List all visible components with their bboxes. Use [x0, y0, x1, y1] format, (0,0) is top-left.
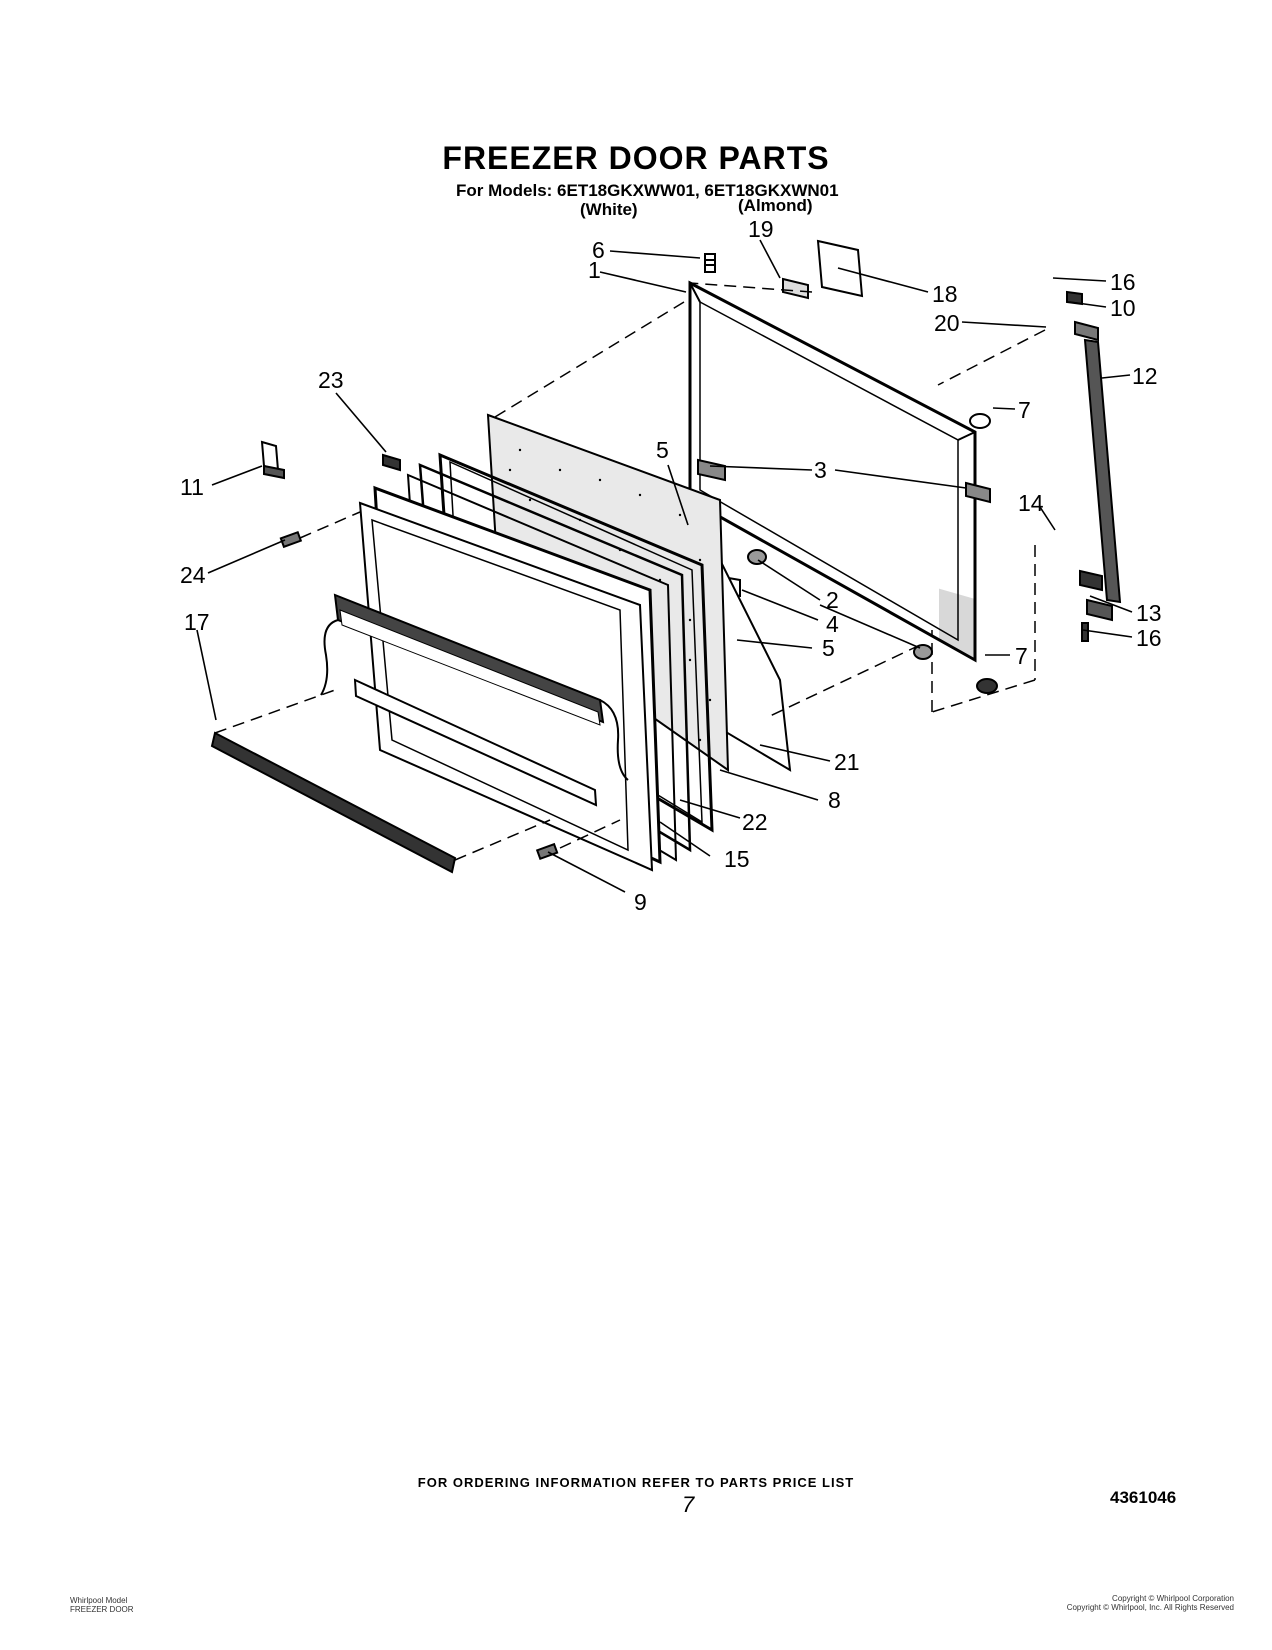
callout-19: 19 [748, 216, 774, 242]
part-hinge-brackets [697, 458, 991, 504]
variant-white: (White) [580, 200, 638, 219]
callout-10: 10 [1110, 295, 1136, 321]
callout-3: 3 [814, 457, 827, 483]
callout-7a: 7 [1018, 397, 1031, 423]
models-line: For Models: 6ET18GKXWW01, 6ET18GKXWN01 [456, 181, 839, 200]
fineprint-left: Whirlpool Model FREEZER DOOR [70, 1596, 134, 1614]
callout-21: 21 [834, 749, 860, 775]
ordering-note: FOR ORDERING INFORMATION REFER TO PARTS … [417, 1475, 855, 1490]
fineprint-right-line: Copyright © Whirlpool, Inc. All Rights R… [1066, 1603, 1234, 1612]
callout-18: 18 [932, 281, 958, 307]
callout-16a: 16 [1110, 269, 1136, 295]
callout-4: 4 [826, 611, 839, 637]
part-outer-door [320, 485, 662, 872]
assembly-guide-lines [214, 282, 1046, 861]
callout-5a: 5 [656, 437, 669, 463]
callout-2: 2 [826, 587, 839, 613]
part-caps [969, 413, 998, 694]
callout-7b: 7 [1015, 643, 1028, 669]
callout-leaders [196, 239, 1133, 893]
fineprint-right-line: Copyright © Whirlpool Corporation [1112, 1594, 1234, 1603]
callout-11: 11 [180, 474, 204, 500]
part-handle-assembly [1066, 290, 1122, 642]
callout-5b: 5 [822, 635, 835, 661]
fineprint-left-line: Whirlpool Model [70, 1596, 128, 1605]
callout-15: 15 [724, 846, 750, 872]
callout-24: 24 [180, 562, 206, 588]
part-door-frame [688, 280, 977, 663]
page-number: 7 [682, 1492, 695, 1517]
callout-23: 23 [318, 367, 344, 393]
callout-12: 12 [1132, 363, 1158, 389]
part-hinge-pin [704, 253, 716, 273]
callout-17: 17 [184, 609, 210, 635]
part-trim-strip [210, 731, 457, 874]
callout-8: 8 [828, 787, 841, 813]
callout-22: 22 [742, 809, 768, 835]
callout-labels: 1 2 3 4 5 5 6 7 7 8 9 10 11 12 13 14 15 … [180, 216, 1162, 915]
variant-almond: (Almond) [738, 196, 813, 215]
callout-16b: 16 [1136, 625, 1162, 651]
part-top-cap [782, 239, 864, 300]
callout-20: 20 [934, 310, 960, 336]
callout-14: 14 [1018, 490, 1044, 516]
fineprint-left-line: FREEZER DOOR [70, 1605, 134, 1614]
document-number: 4361046 [1110, 1488, 1177, 1507]
fineprint-right: Copyright © Whirlpool Corporation Copyri… [1067, 1594, 1234, 1612]
callout-9: 9 [634, 889, 647, 915]
page-title: FREEZER DOOR PARTS [442, 140, 830, 176]
callout-6: 6 [592, 237, 605, 263]
callout-1: 1 [588, 257, 601, 283]
part-small-hardware [260, 440, 559, 861]
callout-13: 13 [1136, 600, 1162, 626]
